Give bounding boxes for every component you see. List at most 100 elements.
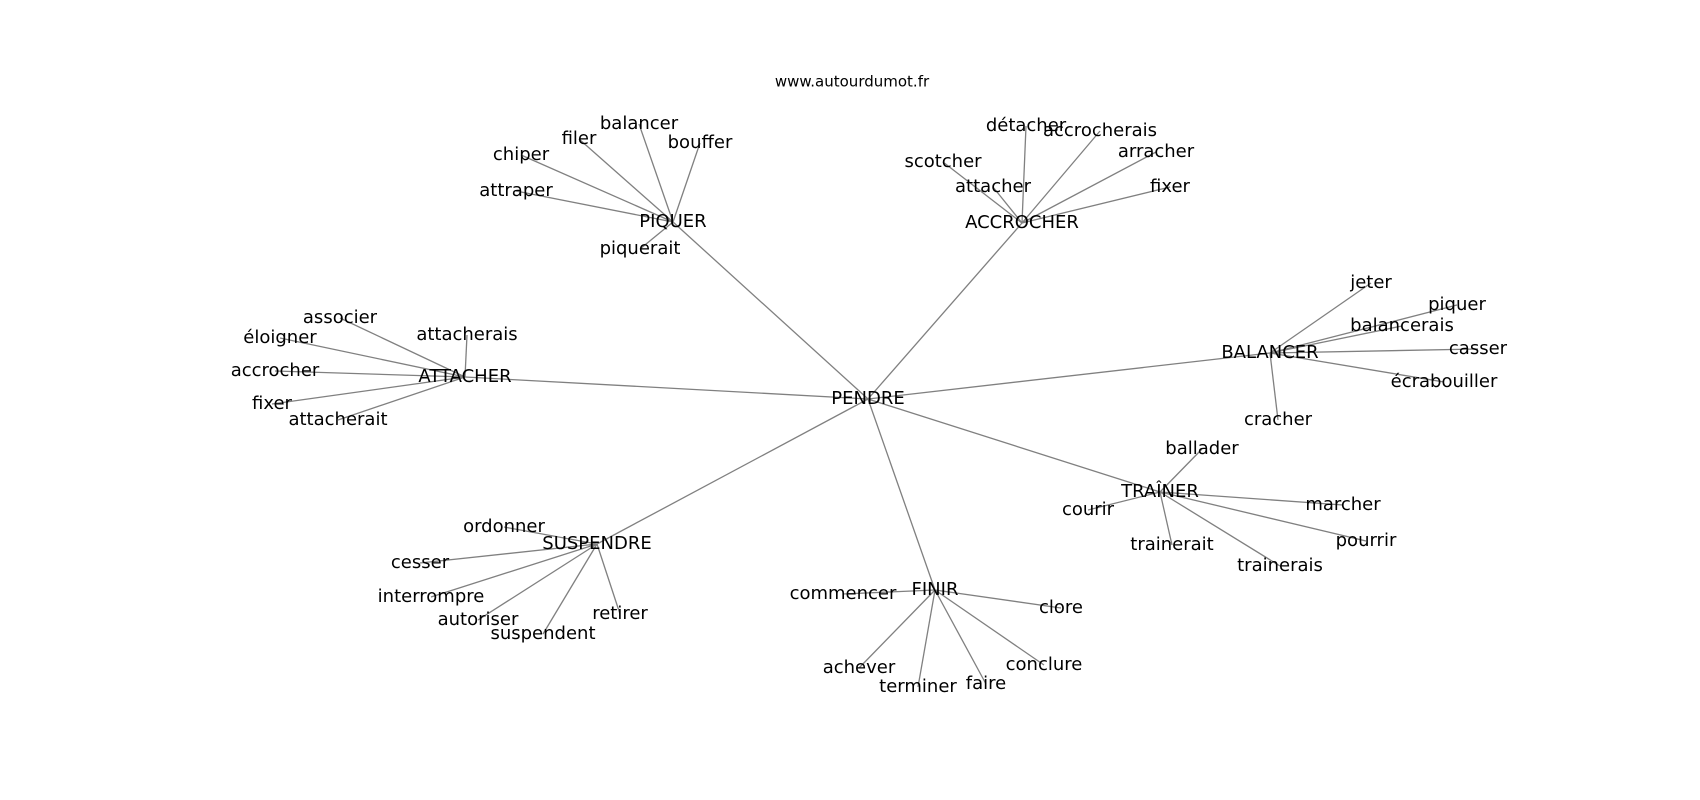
edge-hub-leaf: [934, 589, 1045, 666]
leaf-word[interactable]: détacher: [986, 115, 1067, 136]
leaf-word[interactable]: ordonner: [463, 516, 545, 537]
hub-word[interactable]: ATTACHER: [418, 366, 511, 387]
leaf-word[interactable]: retirer: [592, 603, 648, 624]
leaf-word[interactable]: balancerais: [1350, 315, 1454, 336]
leaf-word[interactable]: pourrir: [1336, 530, 1397, 551]
leaf-word[interactable]: arracher: [1118, 141, 1195, 162]
edge-center-hub: [596, 398, 869, 545]
edge-center-hub: [464, 376, 869, 400]
leaf-word[interactable]: trainerais: [1237, 555, 1323, 576]
hub-word[interactable]: BALANCER: [1221, 342, 1318, 363]
leaf-word[interactable]: trainerait: [1130, 534, 1213, 555]
edge-hub-leaf: [672, 142, 701, 223]
edge-hub-leaf: [1269, 282, 1372, 354]
edge-center-hub: [672, 221, 869, 400]
edge-hub-leaf: [515, 190, 674, 223]
edge-hub-leaf: [1021, 125, 1027, 224]
leaf-word[interactable]: chiper: [493, 144, 550, 165]
site-url: www.autourdumot.fr: [775, 73, 930, 91]
leaf-word[interactable]: faire: [966, 673, 1006, 694]
leaf-word[interactable]: attraper: [479, 180, 553, 201]
leaf-word[interactable]: attacher: [955, 176, 1032, 197]
edge-hub-leaf: [858, 589, 936, 669]
leaf-word[interactable]: achever: [823, 657, 896, 678]
edge-hub-leaf: [520, 154, 674, 223]
leaf-word[interactable]: jeter: [1349, 272, 1392, 293]
hub-word[interactable]: PIQUER: [639, 211, 706, 232]
edge-hub-leaf: [419, 543, 598, 564]
edge-center-hub: [867, 398, 1161, 493]
leaf-word[interactable]: casser: [1449, 338, 1508, 359]
edge-hub-leaf: [639, 221, 674, 250]
leaf-word[interactable]: interrompre: [378, 586, 485, 607]
hub-word[interactable]: FINIR: [912, 579, 959, 600]
edge-hub-leaf: [1087, 491, 1161, 511]
edge-hub-leaf: [842, 589, 936, 595]
leaf-word[interactable]: écrabouiller: [1391, 371, 1498, 392]
edge-hub-leaf: [1269, 352, 1279, 421]
edge-hub-leaf: [1159, 491, 1173, 546]
edge-hub-leaf: [279, 337, 466, 378]
leaf-word[interactable]: autoriser: [438, 609, 519, 630]
edge-hub-leaf: [1269, 352, 1445, 383]
edge-hub-leaf: [638, 123, 674, 223]
leaf-word[interactable]: clore: [1039, 597, 1083, 618]
edge-hub-leaf: [917, 589, 936, 688]
edge-hub-leaf: [596, 543, 621, 615]
leaf-word[interactable]: conclure: [1006, 654, 1083, 675]
edge-hub-leaf: [503, 526, 598, 545]
edge-hub-leaf: [477, 543, 598, 621]
hub-word[interactable]: ACCROCHER: [965, 212, 1079, 233]
edge-center-hub: [867, 398, 936, 591]
edge-hub-leaf: [1021, 130, 1101, 224]
leaf-word[interactable]: piquerait: [600, 238, 681, 259]
edge-hub-leaf: [337, 376, 466, 421]
edge-hub-leaf: [339, 317, 466, 378]
leaf-word[interactable]: scotcher: [904, 151, 982, 172]
edge-hub-leaf: [274, 370, 466, 378]
edge-hub-leaf: [1159, 448, 1203, 493]
leaf-word[interactable]: fixer: [1150, 176, 1191, 197]
leaf-word[interactable]: courir: [1062, 499, 1115, 520]
edge-hub-leaf: [430, 543, 598, 598]
leaf-word[interactable]: piquer: [1428, 294, 1486, 315]
edge-hub-leaf: [542, 543, 598, 635]
leaf-word[interactable]: balancer: [600, 113, 679, 134]
edge-center-hub: [867, 352, 1271, 400]
edge-hub-leaf: [1159, 491, 1281, 567]
leaf-word[interactable]: fixer: [252, 393, 293, 414]
leaf-word[interactable]: filer: [562, 128, 597, 149]
edge-hub-leaf: [934, 589, 1062, 609]
graph-edges: [271, 123, 1479, 688]
edge-hub-leaf: [934, 589, 987, 685]
leaf-word[interactable]: attacherais: [416, 324, 517, 345]
leaf-word[interactable]: associer: [303, 307, 378, 328]
center-word[interactable]: PENDRE: [831, 388, 904, 409]
edge-hub-leaf: [578, 138, 674, 223]
edge-hub-leaf: [942, 161, 1023, 224]
leaf-word[interactable]: bouffer: [668, 132, 733, 153]
leaf-word[interactable]: terminer: [879, 676, 957, 697]
hub-word[interactable]: TRAÎNER: [1120, 480, 1199, 502]
edge-center-hub: [867, 222, 1023, 400]
edge-hub-leaf: [992, 186, 1023, 224]
leaf-word[interactable]: cesser: [391, 552, 450, 573]
leaf-word[interactable]: commencer: [790, 583, 897, 604]
leaf-word[interactable]: marcher: [1305, 494, 1381, 515]
edge-hub-leaf: [1269, 304, 1458, 354]
leaf-word[interactable]: cracher: [1244, 409, 1313, 430]
leaf-word[interactable]: accrocher: [231, 360, 320, 381]
leaf-word[interactable]: attacherait: [288, 409, 387, 430]
leaf-word[interactable]: éloigner: [243, 327, 317, 348]
edge-hub-leaf: [1021, 151, 1157, 224]
leaf-word[interactable]: accrocherais: [1043, 120, 1157, 141]
hub-word[interactable]: SUSPENDRE: [542, 533, 651, 554]
edge-hub-leaf: [1159, 491, 1344, 506]
edge-hub-leaf: [271, 376, 466, 405]
edge-hub-leaf: [464, 334, 468, 378]
edge-hub-leaf: [1269, 325, 1403, 354]
leaf-word[interactable]: suspendent: [490, 623, 595, 644]
leaf-word[interactable]: ballader: [1165, 438, 1239, 459]
